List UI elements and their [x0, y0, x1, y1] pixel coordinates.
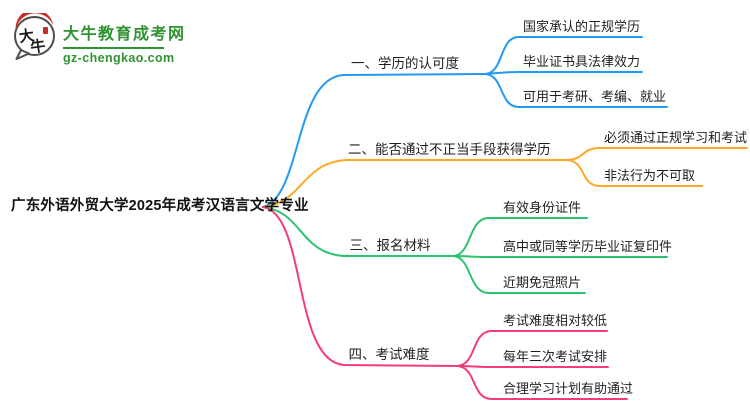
child-curve-1-2 — [484, 71, 643, 75]
branch-curve-1 — [262, 73, 486, 208]
child-node-1-1: 国家承认的正规学历 — [523, 19, 641, 34]
child-node-3-2: 高中或同等学历毕业证复印件 — [503, 239, 673, 254]
child-curve-1-3 — [484, 73, 668, 108]
logo-bull-icon: 大 牛 — [14, 13, 55, 60]
branch-curve-4 — [262, 206, 458, 367]
branch-node-1: 一、学历的认可度 — [351, 56, 459, 71]
child-node-1-2: 毕业证书具法律效力 — [523, 54, 641, 69]
branch-node-4: 四、考试难度 — [348, 347, 430, 362]
branch-node-2: 二、能否通过不正当手段获得学历 — [348, 142, 551, 157]
root-node: 广东外语外贸大学2025年成考汉语言文学专业 — [11, 198, 309, 214]
branch-node-3: 三、报名材料 — [349, 238, 431, 253]
child-curve-4-3 — [456, 365, 628, 400]
child-node-2-1: 必须通过正规学习和考试 — [604, 130, 748, 145]
child-node-4-3: 合理学习计划有助通过 — [503, 381, 634, 396]
child-node-4-1: 考试难度相对较低 — [503, 313, 608, 328]
child-curve-3-1 — [452, 217, 588, 257]
logo-divider — [63, 47, 164, 49]
branch-curve-3 — [262, 206, 454, 257]
child-curve-3-2 — [452, 255, 668, 258]
site-logo[interactable]: 大 牛 大牛教育成考网 gz-chengkao.com — [13, 13, 186, 65]
child-node-1-3: 可用于考研、考编、就业 — [523, 89, 667, 104]
site-name: 大牛教育成考网 — [63, 26, 186, 43]
branch-curve-2 — [262, 159, 568, 208]
child-curve-3-3 — [452, 255, 586, 294]
child-curve-4-2 — [456, 365, 609, 368]
logo-char-bottom: 牛 — [29, 37, 46, 57]
site-url: gz-chengkao.com — [63, 51, 175, 65]
child-curve-2-2 — [566, 159, 703, 187]
child-node-2-2: 非法行为不可取 — [604, 168, 696, 183]
logo-seal — [43, 27, 48, 34]
child-curve-2-1 — [566, 147, 748, 161]
child-curve-4-1 — [456, 330, 608, 367]
child-curve-1-1 — [484, 36, 643, 75]
child-node-3-3: 近期免冠照片 — [503, 275, 582, 290]
child-node-3-1: 有效身份证件 — [503, 200, 582, 215]
logo-char-top: 大 — [18, 26, 35, 46]
child-node-4-2: 每年三次考试安排 — [503, 349, 608, 364]
